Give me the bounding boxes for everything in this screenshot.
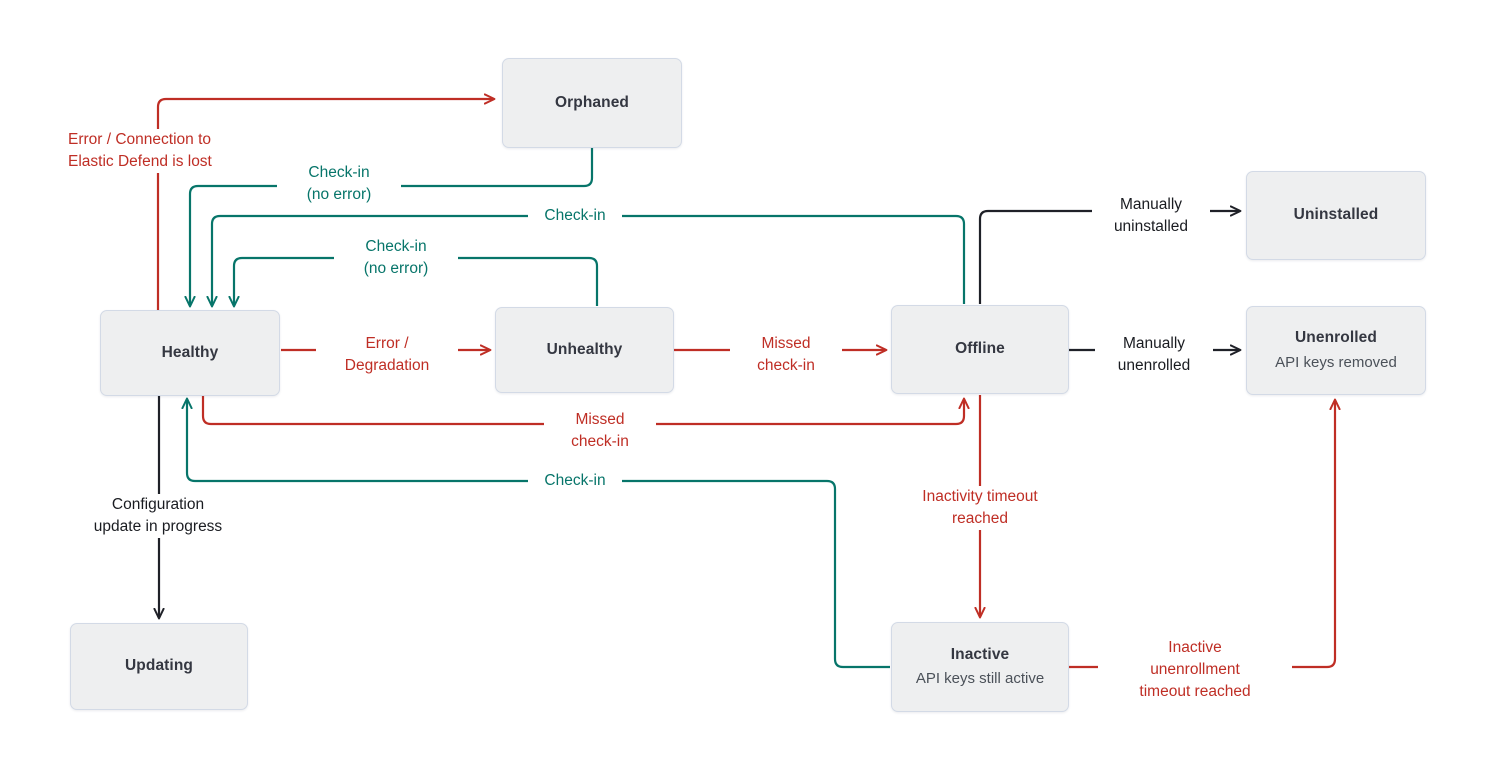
edge-offline-to-healthy — [212, 214, 966, 306]
node-healthy[interactable]: Healthy — [100, 310, 280, 396]
node-offline[interactable]: Offline — [891, 305, 1069, 394]
node-unenrolled-title: Unenrolled — [1295, 329, 1377, 347]
node-offline-title: Offline — [955, 340, 1005, 358]
edge-label-offline-to-unenrolled: Manually unenrolled — [1095, 333, 1213, 377]
edge-inactive-to-unenrolled — [1069, 400, 1335, 669]
node-unhealthy[interactable]: Unhealthy — [495, 307, 674, 393]
edge-label-healthy-to-updating: Configuration update in progress — [60, 494, 256, 538]
edge-label-orphaned-to-healthy: Check-in (no error) — [277, 162, 401, 206]
node-orphaned[interactable]: Orphaned — [502, 58, 682, 148]
edge-label-healthy-to-orphaned: Error / Connection to Elastic Defend is … — [62, 129, 250, 173]
node-inactive[interactable]: Inactive API keys still active — [891, 622, 1069, 712]
edge-label-offline-to-uninstalled: Manually uninstalled — [1092, 194, 1210, 238]
node-inactive-subtitle: API keys still active — [915, 670, 1045, 688]
edge-label-inactive-to-healthy: Check-in — [528, 470, 622, 492]
node-updating-title: Updating — [125, 657, 193, 675]
edge-label-healthy-to-offline: Missed check-in — [544, 409, 656, 453]
edge-offline-to-uninstalled — [978, 211, 1240, 304]
node-uninstalled-title: Uninstalled — [1293, 206, 1379, 224]
edge-inactive-to-healthy — [187, 399, 890, 669]
edge-label-offline-to-inactive: Inactivity timeout reached — [890, 486, 1070, 530]
node-orphaned-title: Orphaned — [554, 93, 629, 111]
edge-label-healthy-to-unhealthy: Error / Degradation — [316, 333, 458, 377]
node-updating[interactable]: Updating — [70, 623, 248, 710]
edge-healthy-to-orphaned — [156, 99, 494, 310]
node-healthy-title: Healthy — [161, 343, 219, 361]
edge-label-offline-to-healthy: Check-in — [528, 205, 622, 227]
node-unhealthy-title: Unhealthy — [546, 340, 623, 358]
edge-label-unhealthy-to-healthy: Check-in (no error) — [334, 236, 458, 280]
edge-label-inactive-to-unenrolled: Inactive unenrollment timeout reached — [1098, 637, 1292, 703]
node-unenrolled-subtitle: API keys removed — [1275, 353, 1397, 371]
node-uninstalled[interactable]: Uninstalled — [1246, 171, 1426, 260]
edge-label-unhealthy-to-offline: Missed check-in — [730, 333, 842, 377]
node-inactive-title: Inactive — [950, 645, 1010, 663]
node-unenrolled[interactable]: Unenrolled API keys removed — [1246, 306, 1426, 395]
